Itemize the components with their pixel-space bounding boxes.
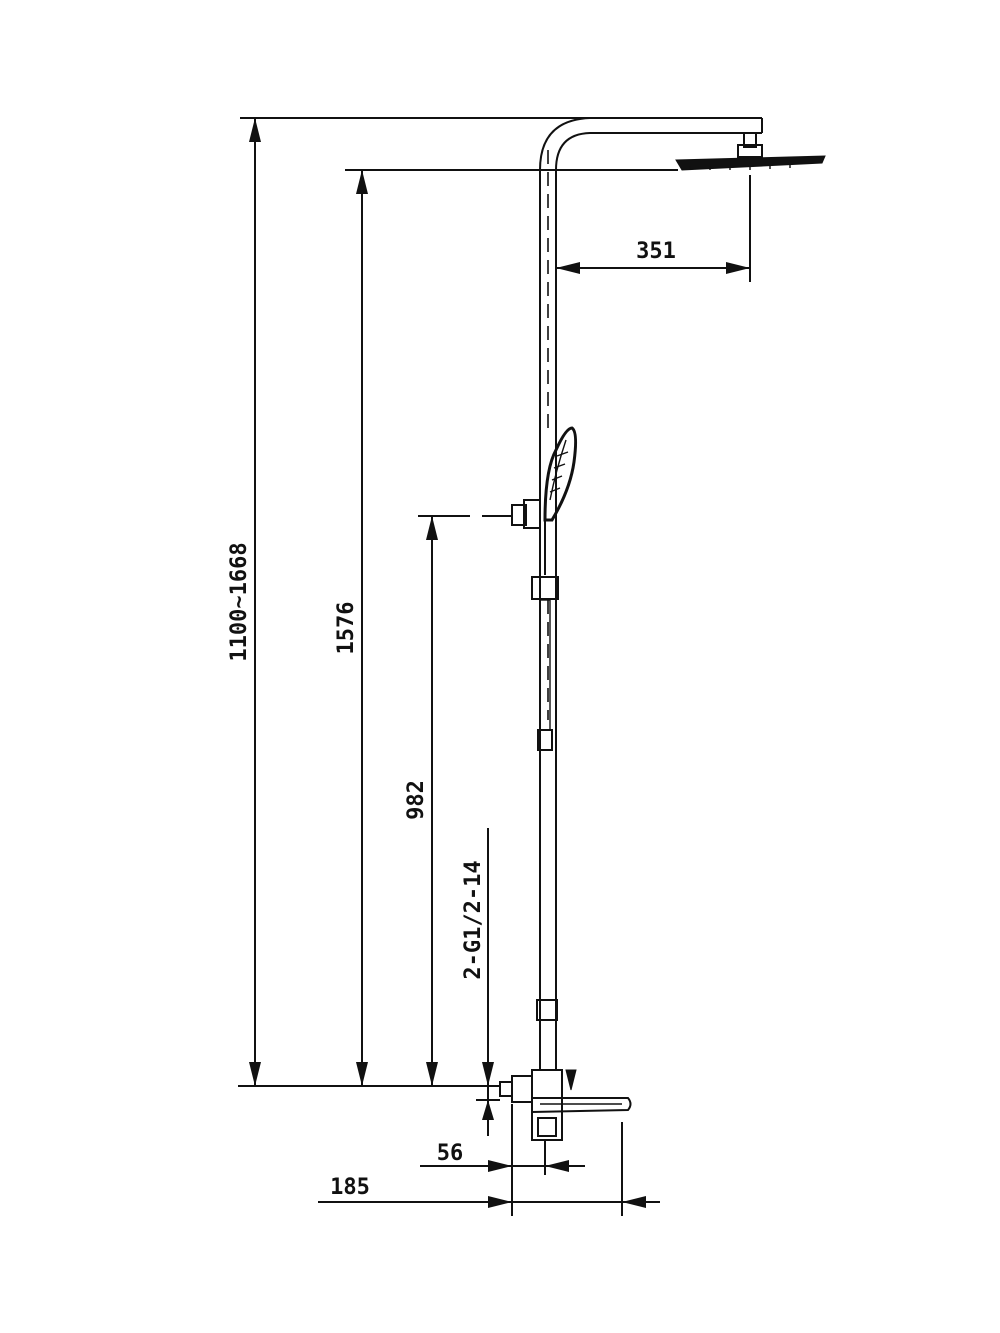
- dimension-thread: 2-G1/2-14: [461, 828, 500, 1136]
- spout-reach-label: 185: [330, 1175, 370, 1200]
- lower-joint: [536, 999, 558, 1021]
- dimension-arm-reach: 351: [556, 239, 750, 274]
- rain-shower-head: [675, 132, 826, 171]
- inlet-offset-label: 56: [437, 1141, 464, 1166]
- slide-holder: [531, 576, 559, 751]
- overall-height-label: 1100~1668: [227, 542, 252, 661]
- head-height-label: 1576: [334, 602, 359, 655]
- dimension-spout-reach: 185: [318, 1175, 660, 1208]
- mixer-body: [499, 1069, 632, 1141]
- dimension-outlet-height: 982: [404, 515, 504, 1086]
- thread-label: 2-G1/2-14: [461, 860, 486, 979]
- dimension-overall-height: 1100~1668: [227, 118, 261, 1086]
- arm-reach-label: 351: [636, 239, 676, 264]
- outlet-height-label: 982: [404, 780, 429, 820]
- extension-lines: [238, 117, 760, 1216]
- side-outlet: [494, 499, 541, 529]
- dimension-head-height: 1576: [334, 170, 368, 1086]
- hand-shower: [543, 426, 578, 575]
- dimension-inlet-offset: 56: [420, 1141, 585, 1172]
